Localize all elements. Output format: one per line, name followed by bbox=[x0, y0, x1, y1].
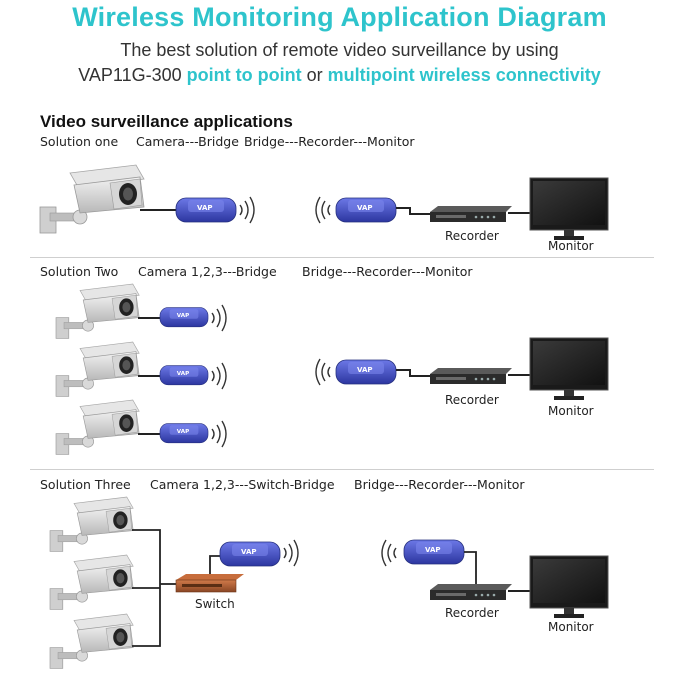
point-to-point-text: point to point bbox=[186, 65, 302, 85]
solution-two-label: Solution Two bbox=[40, 264, 119, 279]
bridge-icon bbox=[159, 365, 209, 386]
bridge-icon bbox=[175, 197, 237, 223]
switch-icon bbox=[175, 574, 244, 593]
recorder-caption-1: Recorder bbox=[445, 229, 499, 243]
solution-three-label: Solution Three bbox=[40, 477, 131, 492]
solution-one-camera-side: Camera---Bridge bbox=[136, 134, 239, 149]
solution-one-recorder-side: Bridge---Recorder---Monitor bbox=[244, 134, 415, 149]
divider-2 bbox=[30, 469, 654, 470]
solution-three-recorder-side: Bridge---Recorder---Monitor bbox=[354, 477, 525, 492]
section-title: Video surveillance applications bbox=[40, 112, 293, 131]
recorder-icon bbox=[430, 206, 512, 222]
multipoint-text: multipoint wireless connectivity bbox=[327, 65, 601, 85]
monitor-caption-1: Monitor bbox=[548, 239, 594, 253]
bridge-icon bbox=[159, 423, 209, 444]
subtitle-line-1: The best solution of remote video survei… bbox=[120, 40, 559, 60]
recorder-icon bbox=[430, 368, 512, 384]
bridge-icon bbox=[159, 307, 209, 328]
solution-two-camera-side: Camera 1,2,3---Bridge bbox=[138, 264, 277, 279]
camera-icon bbox=[39, 164, 145, 234]
recorder-caption-2: Recorder bbox=[445, 393, 499, 407]
bridge-icon bbox=[335, 359, 397, 385]
bridge-icon bbox=[335, 197, 397, 223]
bridge-icon bbox=[403, 539, 465, 565]
switch-caption: Switch bbox=[195, 597, 235, 611]
divider-1 bbox=[30, 257, 654, 258]
camera-icon bbox=[55, 399, 140, 455]
solution-three-camera-side: Camera 1,2,3---Switch-Bridge bbox=[150, 477, 335, 492]
subtitle-line-2: VAP11G-300 point to point or multipoint … bbox=[0, 65, 679, 86]
camera-icon bbox=[55, 283, 140, 339]
monitor-caption-3: Monitor bbox=[548, 620, 594, 634]
camera-icon bbox=[49, 496, 134, 552]
monitor-icon bbox=[529, 177, 609, 241]
recorder-icon bbox=[430, 584, 512, 600]
camera-icon bbox=[49, 613, 134, 669]
monitor-caption-2: Monitor bbox=[548, 404, 594, 418]
recorder-caption-3: Recorder bbox=[445, 606, 499, 620]
monitor-icon bbox=[529, 555, 609, 619]
camera-icon bbox=[55, 341, 140, 397]
solution-one-label: Solution one bbox=[40, 134, 119, 149]
or-text: or bbox=[306, 65, 323, 85]
product-name: VAP11G-300 bbox=[78, 65, 182, 85]
monitor-icon bbox=[529, 337, 609, 401]
bridge-icon bbox=[219, 541, 281, 567]
page-title: Wireless Monitoring Application Diagram bbox=[72, 2, 607, 32]
camera-icon bbox=[49, 554, 134, 610]
solution-two-recorder-side: Bridge---Recorder---Monitor bbox=[302, 264, 473, 279]
